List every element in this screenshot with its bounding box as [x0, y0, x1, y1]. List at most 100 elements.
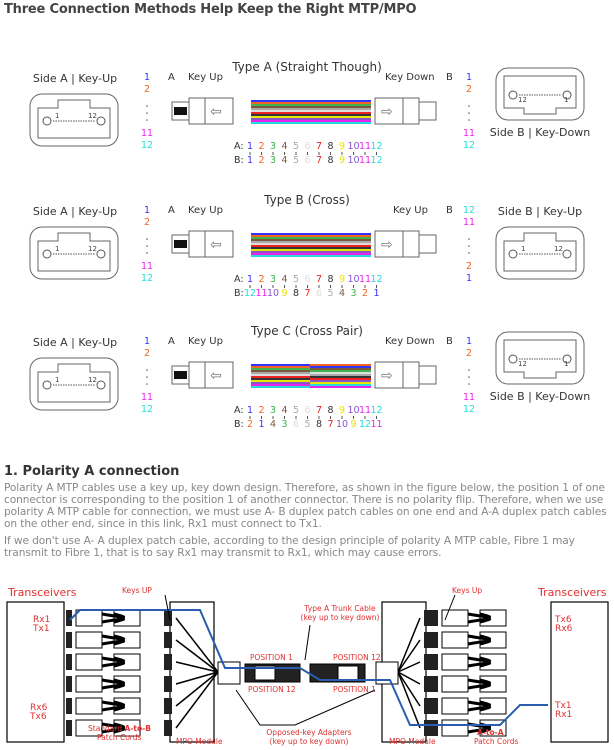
- key-arrow-icon: ⇨: [381, 104, 393, 120]
- patch-cord-connector: [75, 631, 103, 649]
- plug-b-ferrule: [418, 234, 437, 254]
- map-a-value: 11: [359, 274, 371, 285]
- fiber-number: 2: [466, 348, 472, 359]
- position-12-label: 12: [518, 360, 527, 368]
- fiber-number: 1: [466, 336, 472, 347]
- position-1-label: 1: [564, 96, 568, 104]
- side-b-connector-outline: [503, 75, 577, 115]
- map-b-value: 5: [293, 155, 299, 166]
- side-b-label: Side B | Key-Down: [490, 390, 590, 403]
- map-b-value: 8: [293, 288, 299, 299]
- map-a-value: 1: [247, 141, 253, 152]
- map-a-value: 2: [258, 405, 264, 416]
- keys-up-left-pointer: [164, 594, 171, 621]
- map-a-value: 7: [316, 405, 322, 416]
- transceiver-port: [66, 720, 72, 736]
- ellipsis-dot: [146, 105, 148, 107]
- fiber-ribbon-strand: [251, 376, 310, 378]
- fiber-number: 12: [141, 273, 153, 284]
- patch-cord-connector: [113, 675, 141, 693]
- transceiver-port: [66, 610, 72, 626]
- fiber-number: 12: [141, 404, 153, 415]
- transceiver-port: [66, 654, 72, 670]
- fiber-ribbon-strand: [251, 249, 371, 251]
- fiber-number: 2: [466, 84, 472, 95]
- patch-cord-connector: [75, 697, 103, 715]
- module-port: [164, 632, 172, 648]
- transceiver-port: [66, 676, 72, 692]
- side-b-connector-outline: [503, 339, 577, 379]
- map-a-value: 5: [293, 274, 299, 285]
- map-b-value: 10: [267, 288, 279, 299]
- fiber-ribbon-strand: [251, 106, 371, 108]
- fiber-ribbon-strand: [251, 247, 371, 249]
- module-port: [164, 720, 172, 736]
- map-b-value: 6: [293, 419, 299, 430]
- transceiver-port: [432, 698, 438, 714]
- diagram-title: Type C (Cross Pair): [250, 324, 363, 338]
- ellipsis-dot: [468, 238, 470, 240]
- patch-cord-connector: [479, 653, 507, 671]
- fiber-number: 2: [144, 348, 150, 359]
- side-b-connector: 112: [495, 331, 585, 385]
- patch-cord-connector: [441, 697, 469, 715]
- fanout-fiber: [175, 671, 219, 729]
- map-b-value: 7: [327, 419, 333, 430]
- rx6-right: Rx6: [555, 624, 573, 634]
- end-b-label: B: [446, 72, 453, 83]
- plug-a-tip: [174, 371, 187, 379]
- fanout-fiber: [175, 671, 219, 707]
- end-b-label: B: [446, 205, 453, 216]
- patch-cord-cable: [101, 678, 126, 690]
- patch-cord-cable: [101, 634, 126, 646]
- map-a-value: 5: [293, 141, 299, 152]
- position-1-label: 1: [55, 112, 59, 120]
- side-a-connector-pin-hole: [42, 380, 52, 390]
- fiber-ribbon-strand: [310, 372, 371, 374]
- fiber-number: 12: [463, 404, 475, 415]
- fanout-fiber: [175, 671, 219, 685]
- fiber-number: 11: [463, 128, 475, 139]
- fiber-number: 1: [466, 273, 472, 284]
- side-b-label: Side B | Key-Down: [490, 126, 590, 139]
- fiber-ribbon-strand: [251, 102, 371, 104]
- fiber-number: 1: [144, 205, 150, 216]
- key-arrow-icon: ⇨: [381, 237, 393, 253]
- ellipsis-dot: [468, 112, 470, 114]
- side-a-connector-pin-hole: [96, 249, 106, 259]
- adapter-right: [375, 661, 399, 685]
- plug-b-collar: [402, 361, 420, 389]
- ellipsis-dot: [468, 105, 470, 107]
- adapters-label: Opposed-key Adapters: [266, 728, 351, 737]
- mpo-module-right-label: MPO Module: [389, 737, 436, 746]
- side-b-connector-pin-hole: [508, 354, 518, 364]
- fiber-number: 2: [144, 84, 150, 95]
- map-b-value: 8: [327, 155, 333, 166]
- map-b-value: 10: [336, 419, 348, 430]
- map-b-value: 4: [281, 155, 287, 166]
- position-1-bottom: POSITION 1: [333, 685, 376, 694]
- side-a-connector-body: [29, 93, 119, 147]
- fiber-ribbon-strand: [251, 237, 371, 239]
- key-arrow-right: [337, 665, 359, 681]
- rx1-left: Rx1: [33, 615, 50, 625]
- position-12-label: 12: [554, 245, 563, 253]
- ellipsis-dot: [468, 119, 470, 121]
- map-b-value: 2: [247, 419, 253, 430]
- patch-cord-cable: [101, 722, 126, 734]
- map-b-value: 8: [316, 419, 322, 430]
- transceiver-port: [66, 698, 72, 714]
- map-b-value: 11: [370, 419, 382, 430]
- fiber-ribbon-strand: [251, 114, 371, 116]
- fiber-number: 2: [466, 261, 472, 272]
- map-b-value: 6: [304, 155, 310, 166]
- rx1-right: Rx1: [555, 710, 572, 720]
- transceiver-port: [432, 654, 438, 670]
- patch-cord-connector: [479, 631, 507, 649]
- patch-cord-connector: [441, 719, 469, 737]
- map-b-value: 12: [359, 419, 371, 430]
- map-a-value: 5: [293, 405, 299, 416]
